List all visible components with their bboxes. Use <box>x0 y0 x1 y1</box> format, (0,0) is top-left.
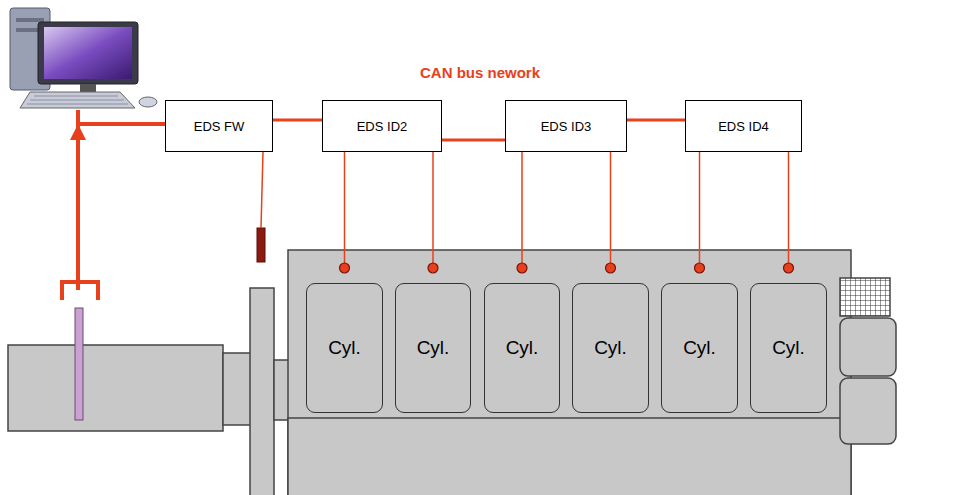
controller-box: EDS FW <box>165 100 273 152</box>
node-text: EDS FW <box>194 119 245 134</box>
network-label: CAN bus nework <box>420 64 540 81</box>
sensor-wire <box>428 152 438 273</box>
engine-block <box>288 250 896 495</box>
cylinder: Cyl. <box>306 283 383 413</box>
controller-box: EDS ID4 <box>685 100 802 152</box>
pc-link <box>62 110 165 300</box>
can-bus-line <box>442 140 505 141</box>
sensor-wire <box>784 152 794 273</box>
cylinder: Cyl. <box>572 283 649 413</box>
cylinder: Cyl. <box>750 283 827 413</box>
trigger-disc <box>75 308 83 420</box>
node-text: EDS ID4 <box>718 119 769 134</box>
sensor-wire <box>261 152 263 228</box>
cylinder: Cyl. <box>395 283 471 413</box>
controller-box: EDS ID2 <box>322 100 442 152</box>
node-text: Cyl. <box>683 337 716 359</box>
computer-icon <box>10 8 157 108</box>
sensor-wire <box>606 152 616 273</box>
cylinder: Cyl. <box>484 283 560 413</box>
cylinder: Cyl. <box>661 283 738 413</box>
sensor-wire <box>340 152 350 273</box>
can-bus-line <box>627 120 685 121</box>
flywheel-sensor <box>257 228 265 262</box>
sensor-wire <box>517 152 527 273</box>
node-text: EDS ID2 <box>357 119 408 134</box>
node-text: Cyl. <box>594 337 627 359</box>
node-text: EDS ID3 <box>541 119 592 134</box>
node-text: Cyl. <box>506 337 539 359</box>
arrow-head <box>70 124 86 140</box>
sensor-wire <box>695 152 705 273</box>
node-text: Cyl. <box>772 337 805 359</box>
controller-box: EDS ID3 <box>505 100 627 152</box>
node-text: Cyl. <box>417 337 450 359</box>
shaft <box>8 288 290 495</box>
node-text: Cyl. <box>328 337 361 359</box>
can-bus-line <box>273 120 322 121</box>
